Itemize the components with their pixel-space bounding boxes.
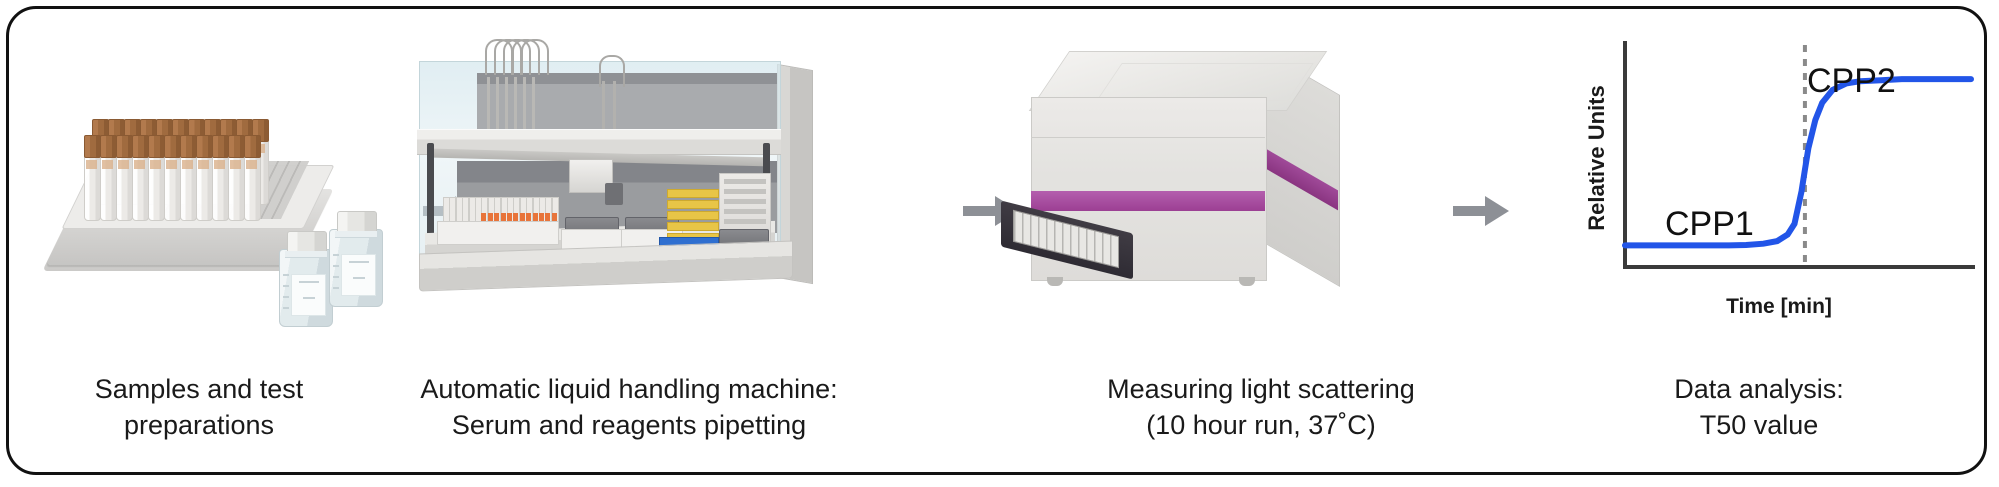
bottle-neck xyxy=(285,251,327,258)
sample-tube xyxy=(244,135,261,221)
sample-tube xyxy=(212,135,229,221)
bottle-neck xyxy=(335,231,377,238)
step-1-caption: Samples and test preparations xyxy=(94,374,304,440)
reader-foot-right xyxy=(1239,277,1255,286)
step-3-illustration xyxy=(1001,51,1399,311)
step-3-caption: Measuring light scattering (10 hour run,… xyxy=(1107,374,1415,440)
tube-cap-icon xyxy=(100,135,117,158)
guide-post-left xyxy=(427,143,434,235)
sample-tube xyxy=(132,135,149,221)
tube-contents xyxy=(118,160,129,169)
tip-box-stack xyxy=(667,189,719,242)
step-2-illustration xyxy=(417,31,839,321)
step-4-illustration: Relative Units CPP1 CPP2 Time [min] xyxy=(1569,27,1989,327)
sample-tube xyxy=(228,135,245,221)
pipette-tubing-lines xyxy=(487,43,557,135)
tube-cap-icon xyxy=(148,135,165,158)
tube-contents xyxy=(166,160,177,169)
carrier-rail-left xyxy=(437,221,559,245)
reader-accent-stripe xyxy=(1031,191,1265,211)
step-2-caption: Automatic liquid handling machine: Serum… xyxy=(420,374,838,440)
tubing-line-right-b xyxy=(613,81,616,133)
sample-tubes-group xyxy=(82,119,292,231)
sample-tube xyxy=(148,135,165,221)
tubing-loop-right-icon xyxy=(599,55,625,87)
cpp2-label: CPP2 xyxy=(1807,62,1896,100)
sigmoid-chart xyxy=(1622,41,1975,269)
tube-contents xyxy=(246,160,257,169)
bottle-label xyxy=(291,274,326,316)
sample-tube xyxy=(116,135,133,221)
tube-contents xyxy=(198,160,209,169)
tube-contents xyxy=(86,160,97,169)
tube-contents xyxy=(230,160,241,169)
pipetting-head-nozzle xyxy=(605,183,623,205)
tube-cap-icon xyxy=(228,135,245,158)
arrow-step3-to-step4 xyxy=(1451,194,1511,228)
tube-cap-icon xyxy=(212,135,229,158)
reader-lid-inset xyxy=(1096,63,1314,101)
step-4-caption: Data analysis: T50 value xyxy=(1674,374,1844,440)
reagent-bottle-back xyxy=(329,211,383,307)
bottle-label xyxy=(341,254,376,296)
reader-panel-seam xyxy=(1031,137,1265,138)
tube-contents xyxy=(134,160,145,169)
figure-frame: Samples and test preparations xyxy=(6,6,1987,475)
tube-cap-icon xyxy=(244,135,261,158)
sample-tube xyxy=(164,135,181,221)
cpp1-label: CPP1 xyxy=(1665,205,1754,243)
tubing-line-right-a xyxy=(602,81,605,133)
tube-cap-icon xyxy=(164,135,181,158)
workstation-upper-backplate xyxy=(477,73,777,135)
tube-cap-icon xyxy=(132,135,149,158)
reagent-bottle-front xyxy=(279,231,333,327)
bottle-graduation-ticks xyxy=(283,274,289,318)
workflow-stage: Samples and test preparations xyxy=(9,9,1984,472)
tube-contents xyxy=(214,160,225,169)
chart-x-axis-label: Time [min] xyxy=(1726,295,1832,318)
bottle-graduation-ticks xyxy=(333,254,339,298)
reader-foot-left xyxy=(1047,277,1063,286)
tube-contents xyxy=(182,160,193,169)
tube-contents xyxy=(150,160,161,169)
sample-tube xyxy=(180,135,197,221)
tube-cap-icon xyxy=(116,135,133,158)
sample-tube xyxy=(84,135,101,221)
tubing-loops-icon xyxy=(485,39,561,79)
tube-cap-icon xyxy=(196,135,213,158)
tube-cap-icon xyxy=(180,135,197,158)
tube-contents xyxy=(102,160,113,169)
sample-tube xyxy=(196,135,213,221)
tube-cap-icon xyxy=(84,135,101,158)
step-1-illustration xyxy=(42,69,383,327)
sample-tube xyxy=(100,135,117,221)
